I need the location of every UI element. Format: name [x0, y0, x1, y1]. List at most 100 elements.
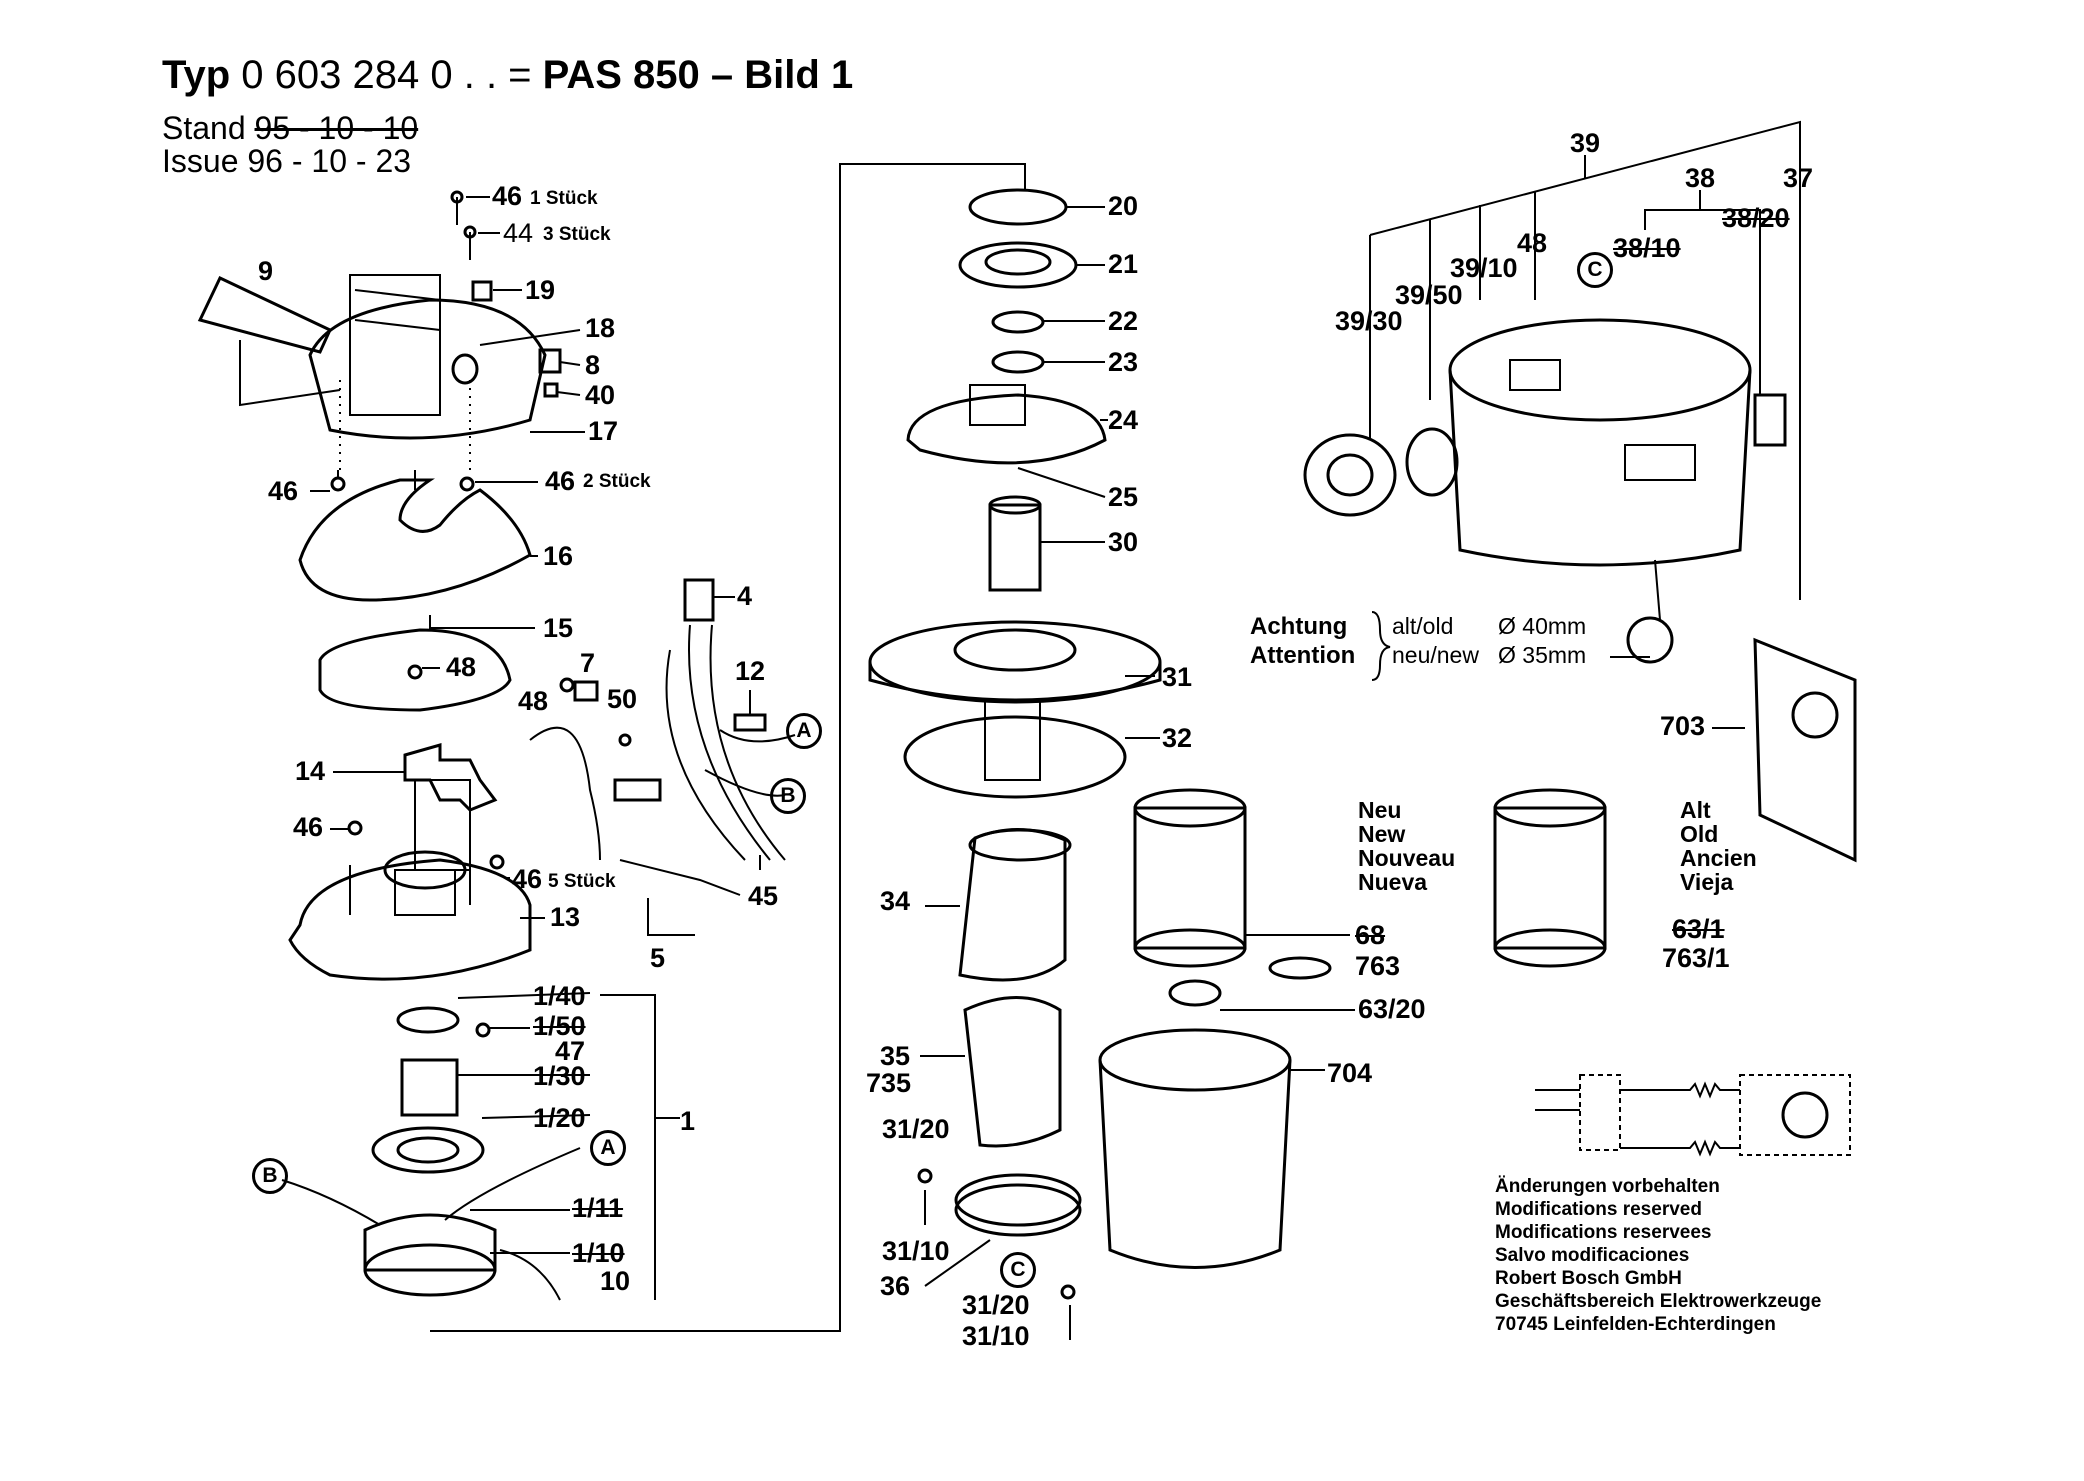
- qty-2-stueck: 2 Stück: [583, 471, 651, 492]
- new-label-es: Nueva: [1358, 869, 1428, 895]
- attention-word-en: Attention: [1250, 642, 1356, 669]
- stand-value: 95 - 10 - 10: [254, 110, 419, 146]
- motor-parts-group-1: [281, 992, 680, 1301]
- screw-46-top: [450, 190, 490, 225]
- callout-63-1: 63/1: [1672, 914, 1725, 944]
- old-label-es: Vieja: [1680, 869, 1734, 895]
- marker-c-clamp: C: [1000, 1252, 1036, 1288]
- callout-25: 25: [1108, 482, 1139, 512]
- stand-label: Stand: [162, 110, 246, 146]
- bag-part-35: [920, 996, 1062, 1148]
- filter-old: [1493, 788, 1607, 968]
- issue-label: Issue: [162, 143, 239, 179]
- screw-48-left: [407, 664, 440, 680]
- callout-37: 37: [1783, 163, 1814, 193]
- bag-part-34: [925, 828, 1072, 982]
- callout-46-right: 46: [545, 466, 576, 496]
- callout-48-container: 48: [1517, 228, 1548, 258]
- callout-31: 31: [1162, 662, 1193, 692]
- qty-1-stueck: 1 Stück: [530, 188, 598, 209]
- callout-68: 68: [1355, 920, 1386, 950]
- callout-36: 36: [880, 1271, 911, 1301]
- callout-46-base-right: 46: [512, 864, 543, 894]
- callout-735: 735: [866, 1068, 912, 1098]
- callout-17: 17: [588, 416, 619, 446]
- callout-50: 50: [607, 684, 638, 714]
- callout-5: 5: [650, 943, 666, 973]
- callout-12: 12: [735, 656, 766, 686]
- plate-part-16: [298, 470, 538, 602]
- callout-63-20: 63/20: [1358, 994, 1426, 1024]
- callout-763-1: 763/1: [1662, 943, 1730, 973]
- old-filter-labels: Alt Old Ancien Vieja: [1680, 798, 1757, 894]
- note-line: Modifications reserved: [1495, 1199, 1702, 1220]
- callout-31-20-left: 31/20: [882, 1114, 950, 1144]
- callout-1-40: 1/40: [533, 981, 586, 1011]
- callout-704: 704: [1327, 1058, 1373, 1088]
- bracket-part-24: [906, 384, 1108, 498]
- callout-1-11: 1/11: [572, 1193, 624, 1223]
- base-part-13: [288, 850, 545, 981]
- callout-8: 8: [585, 350, 601, 380]
- attention-old-dia: Ø 40mm: [1498, 613, 1587, 639]
- new-label-fr: Nouveau: [1358, 845, 1456, 871]
- attention-old-text: alt/old: [1392, 613, 1454, 639]
- attention-new-dia: Ø 35mm: [1498, 642, 1587, 668]
- tube-part-30: [988, 495, 1105, 592]
- footer-notes: Änderungen vorbehalten Modifications res…: [1495, 1175, 1821, 1336]
- callout-1-20: 1/20: [533, 1103, 586, 1133]
- callout-38-10: 38/10: [1613, 233, 1681, 263]
- callout-44: 44: [503, 218, 534, 248]
- filter-sheet-part-703: [1712, 637, 1857, 863]
- callout-31-10-bottom: 31/10: [962, 1321, 1030, 1351]
- cover-part-21: [958, 241, 1105, 289]
- callout-763: 763: [1355, 951, 1401, 981]
- seal-part-20: [968, 188, 1105, 226]
- title-typ-code: 0 603 284 0: [241, 53, 453, 97]
- attention-word-de: Achtung: [1250, 613, 1348, 640]
- callout-32: 32: [1162, 723, 1193, 753]
- callout-22: 22: [1108, 306, 1139, 336]
- title-typ-prefix: Typ: [162, 53, 231, 97]
- new-label-de: Neu: [1358, 797, 1402, 823]
- title-bild: – Bild 1: [710, 53, 854, 97]
- callout-35: 35: [880, 1041, 911, 1071]
- section-frame-line: [430, 163, 1026, 1332]
- marker-c-container: C: [1577, 252, 1613, 288]
- callout-9: 9: [258, 256, 274, 286]
- leader-lines-39-38-37: [1369, 120, 1801, 600]
- callout-46-base: 46: [293, 812, 324, 842]
- issue-value: 96 - 10 - 23: [247, 143, 412, 179]
- note-line: Geschäftsbereich Elektrowerkzeuge: [1495, 1291, 1822, 1312]
- marker-b-cord: B: [770, 778, 806, 814]
- callout-38: 38: [1685, 163, 1716, 193]
- callout-30: 30: [1108, 527, 1139, 557]
- filter-part-68-new: [1133, 788, 1350, 980]
- old-label-de: Alt: [1680, 797, 1711, 823]
- marker-a-motor: A: [590, 1130, 626, 1166]
- callout-47: 47: [555, 1036, 586, 1066]
- note-line: Änderungen vorbehalten: [1495, 1176, 1720, 1197]
- callout-31-10-left: 31/10: [882, 1236, 950, 1266]
- head-part-31: [868, 620, 1162, 704]
- stand-line: Stand 95 - 10 - 10: [162, 112, 418, 144]
- cord-parts-4-7-12-45-5: [529, 578, 796, 936]
- note-line: Salvo modificaciones: [1495, 1245, 1690, 1266]
- wiring-schematic: [1535, 1074, 1851, 1157]
- motor-cover-part-17: [308, 274, 585, 440]
- filter-disc-part-22: [991, 310, 1105, 334]
- callout-14: 14: [295, 756, 326, 786]
- note-line: Robert Bosch GmbH: [1495, 1268, 1682, 1289]
- screws-46-under-cover: [310, 470, 538, 492]
- brace-attention: [1371, 611, 1391, 681]
- screw-44: [463, 225, 500, 260]
- callout-19: 19: [525, 275, 556, 305]
- callout-703: 703: [1660, 711, 1706, 741]
- callout-48-left: 48: [446, 652, 477, 682]
- callout-20: 20: [1108, 191, 1139, 221]
- old-label-fr: Ancien: [1680, 845, 1757, 871]
- nozzle-parts-39-30-50: [1303, 427, 1459, 517]
- callout-23: 23: [1108, 347, 1139, 377]
- callout-4: 4: [737, 581, 753, 611]
